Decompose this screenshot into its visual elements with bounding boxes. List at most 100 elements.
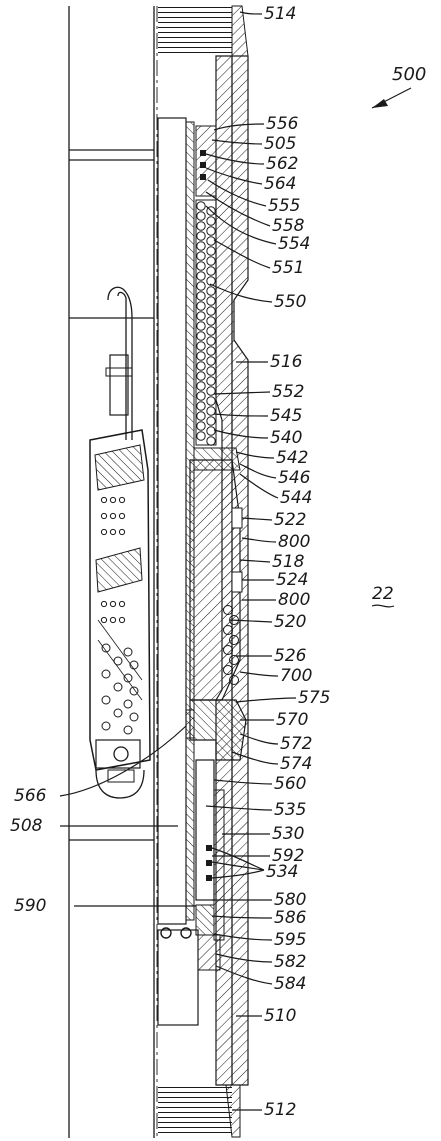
label-535: 535 (274, 800, 307, 820)
carbide-insert (100, 496, 108, 504)
spring-coil (196, 431, 206, 441)
carbide-insert (129, 712, 139, 722)
carbide-insert (109, 600, 117, 608)
carbide-insert (100, 528, 108, 536)
label-22: 22 (372, 584, 394, 604)
spring-coil (196, 271, 206, 281)
spring-coil (206, 316, 216, 326)
label-700: 700 (280, 666, 313, 686)
spring-coil (196, 401, 206, 411)
carbide-insert (101, 669, 111, 679)
carbide-insert (118, 512, 126, 520)
carbide-insert (101, 721, 111, 731)
spring (195, 199, 217, 446)
spring-coil (206, 296, 216, 306)
label-586: 586 (274, 908, 307, 928)
label-518: 518 (272, 552, 305, 572)
carbide-insert (123, 699, 133, 709)
ball-bearing (223, 605, 233, 615)
label-566: 566 (14, 786, 47, 806)
spring-coil (196, 291, 206, 301)
label-582: 582 (274, 952, 307, 972)
tool-body-exterior (68, 6, 155, 1138)
bottom-sub (157, 904, 221, 1026)
label-574: 574 (280, 754, 313, 774)
cone-piston (189, 447, 243, 701)
spring-coil (196, 381, 206, 391)
carbide-insert (113, 656, 123, 666)
label-590: 590 (14, 896, 47, 916)
carbide-insert (118, 496, 126, 504)
spring-coil (196, 241, 206, 251)
label-555: 555 (268, 196, 301, 216)
carbide-insert (118, 528, 126, 536)
label-516: 516 (270, 352, 303, 372)
leader-lines (59, 11, 412, 1111)
spring-coil (196, 421, 206, 431)
spring-coil (206, 206, 216, 216)
label-551: 551 (272, 258, 305, 278)
spring-coil (206, 366, 216, 376)
spring-coil (196, 371, 206, 381)
spring-coil (196, 211, 206, 221)
spring-coil (196, 221, 206, 231)
spring-coil (206, 236, 216, 246)
spring-coil (206, 346, 216, 356)
label-550: 550 (274, 292, 307, 312)
label-564: 564 (264, 174, 297, 194)
lower-collar (185, 699, 247, 761)
label-522: 522 (274, 510, 307, 530)
label-534: 534 (266, 862, 299, 882)
carbide-insert (101, 643, 111, 653)
spring-coil (196, 301, 206, 311)
label-562: 562 (266, 154, 299, 174)
spring-coil (206, 226, 216, 236)
spring-coil (206, 406, 216, 416)
spring-coil (196, 411, 206, 421)
ball-bearing (229, 675, 239, 685)
carbide-insert (118, 600, 126, 608)
label-558: 558 (272, 216, 305, 236)
seal-housing (195, 125, 217, 197)
label-510: 510 (264, 1006, 297, 1026)
label-546: 546 (278, 468, 311, 488)
label-575: 575 (298, 688, 331, 708)
label-554: 554 (278, 234, 311, 254)
label-505: 505 (264, 134, 297, 154)
mandrel (157, 117, 195, 925)
label-524: 524 (276, 570, 309, 590)
ball-bearing (229, 655, 239, 665)
carbide-insert (100, 512, 108, 520)
spring-coil (196, 231, 206, 241)
spring-coil (196, 351, 206, 361)
spring-coil (206, 266, 216, 276)
label-526: 526 (274, 646, 307, 666)
carbide-insert (118, 616, 126, 624)
carbide-insert (109, 512, 117, 520)
spring-coil (206, 436, 216, 446)
label-560: 560 (274, 774, 307, 794)
ball-bearing (229, 635, 239, 645)
ball-bearing (223, 665, 233, 675)
carbide-insert (109, 616, 117, 624)
label-800b: 800 (278, 590, 311, 610)
spring-coil (206, 286, 216, 296)
spring-coil (196, 261, 206, 271)
spring-coil (206, 246, 216, 256)
label-556: 556 (266, 114, 299, 134)
carbide-insert (101, 695, 111, 705)
carbide-insert (100, 600, 108, 608)
spring-coil (206, 306, 216, 316)
ball-bearing (223, 625, 233, 635)
label-540: 540 (270, 428, 303, 448)
label-800a: 800 (278, 532, 311, 552)
carbide-insert (109, 496, 117, 504)
carbide-insert (129, 686, 139, 696)
spring-coil (196, 341, 206, 351)
label-595: 595 (274, 930, 307, 950)
spring-coil (196, 331, 206, 341)
spring-coil (206, 326, 216, 336)
label-530: 530 (272, 824, 305, 844)
spring-coil (206, 426, 216, 436)
ball-bearing (223, 645, 233, 655)
